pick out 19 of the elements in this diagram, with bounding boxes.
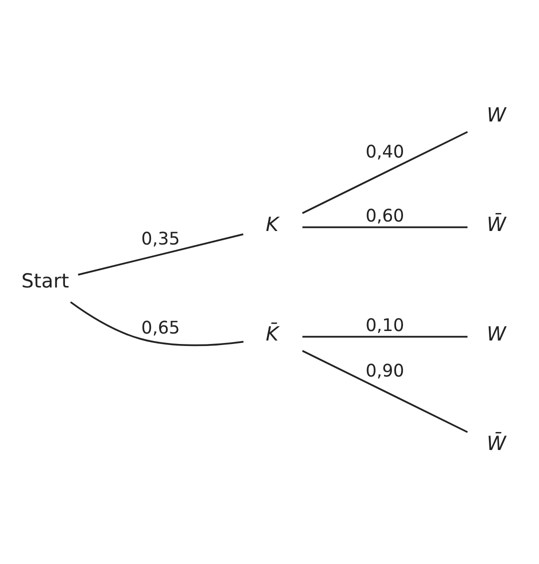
connector: [302, 350, 468, 433]
node-text: K: [266, 212, 279, 236]
connector: [302, 226, 468, 228]
node-text: Start: [21, 269, 69, 292]
node-text: W: [486, 322, 506, 346]
connector: [302, 336, 468, 338]
node-text: K̄: [266, 322, 279, 346]
node-text: W̄: [486, 432, 506, 455]
edge-label: 0,65: [141, 318, 180, 338]
edge-label: 0,60: [366, 206, 404, 227]
edge-label: 0,10: [366, 316, 404, 336]
connector: [78, 233, 244, 276]
connector: [302, 131, 468, 214]
node-text: W: [486, 104, 506, 127]
edge-label: 0,40: [366, 142, 404, 163]
edge-label: 0,35: [141, 229, 180, 250]
connector: [70, 301, 244, 346]
edge-label: 0,90: [366, 362, 404, 382]
node-text: W̄: [486, 212, 506, 236]
